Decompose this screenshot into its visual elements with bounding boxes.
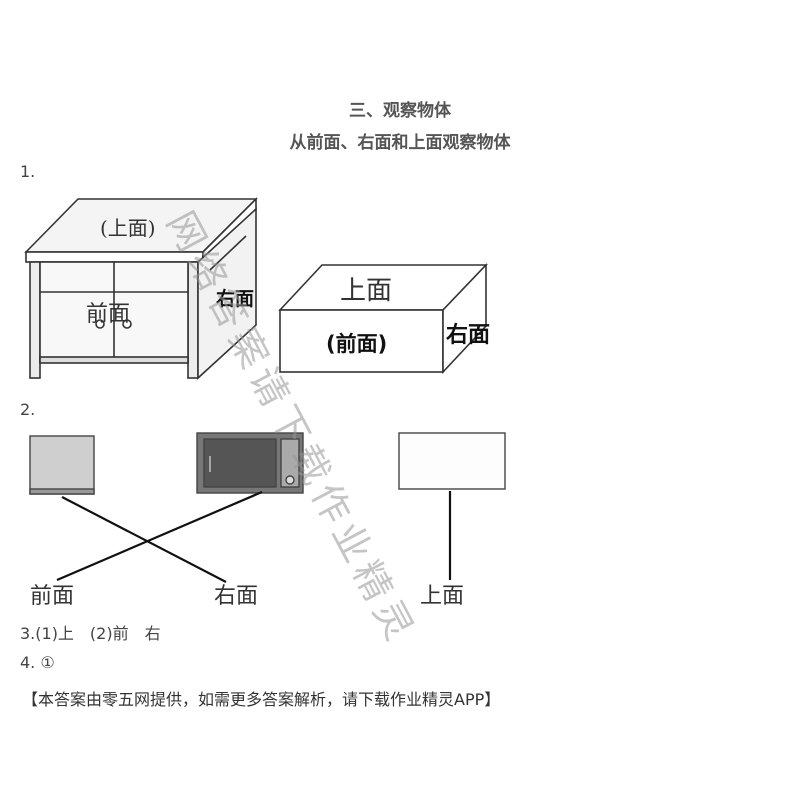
cabinet-right-label: 右面 [216, 288, 255, 310]
label-top: 上面 [420, 584, 465, 609]
label-right: 右面 [214, 584, 259, 609]
microwave-right-view [196, 432, 304, 494]
page-subtitle: 从前面、右面和上面观察物体 [289, 133, 511, 153]
box-front-label: (前面) [326, 332, 388, 356]
matching-lines [56, 490, 452, 583]
footer-note: 【本答案由零五网提供，如需更多答案解析，请下载作业精灵APP】 [22, 690, 501, 709]
question-2-number: 2. [20, 400, 36, 419]
question-1-number: 1. [20, 162, 36, 181]
box-top-label: 上面 [340, 276, 393, 306]
section-title: 三、观察物体 [349, 101, 451, 121]
box-drawing [278, 263, 488, 375]
box-right-label: 右面 [446, 323, 491, 348]
microwave-front-view [29, 435, 95, 495]
cabinet-front-label: 前面 [86, 302, 131, 327]
microwave-top-view [398, 432, 506, 490]
tv-cabinet-drawing [24, 197, 258, 380]
cabinet-top-label: (上面) [100, 216, 156, 240]
question-3-answer: 3.(1)上 (2)前 右 [20, 624, 161, 643]
question-4-answer: 4. ① [20, 653, 55, 672]
label-front: 前面 [30, 584, 75, 609]
